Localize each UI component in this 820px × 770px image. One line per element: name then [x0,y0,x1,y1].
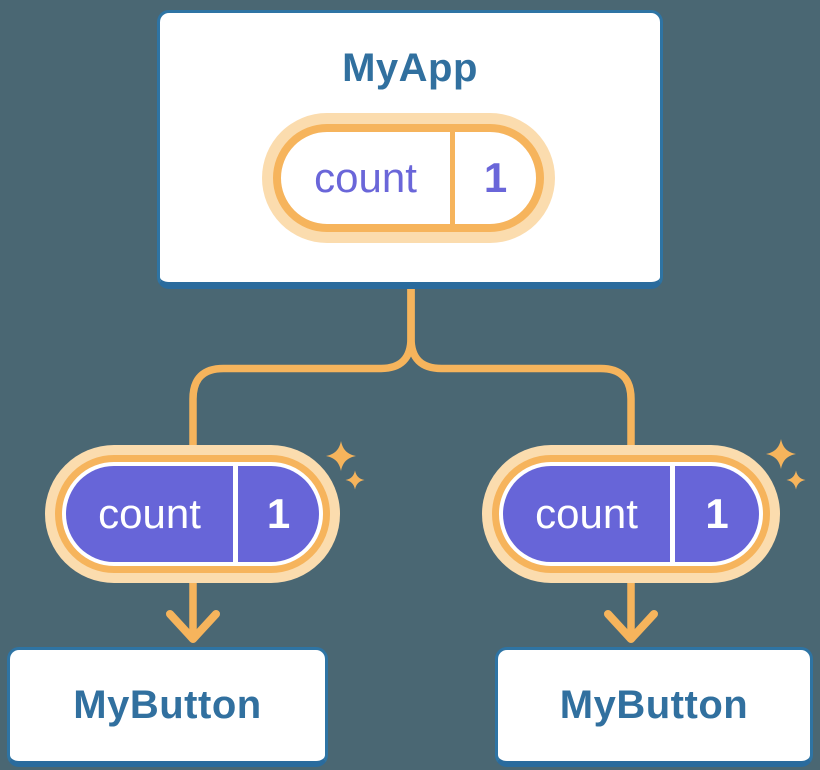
connector-branch-right [407,284,635,449]
prop-label: count [98,490,201,537]
sparkle-icon [345,470,365,490]
arrow-down-icon [166,610,220,643]
sparkle-icon [786,470,806,490]
arrow-down-icon [604,610,658,643]
prop-pill-right: count 1 [482,445,780,583]
state-label: count [314,154,417,201]
prop-value: 1 [233,466,319,562]
prop-pill-right-ring: count 1 [492,455,770,573]
state-value: 1 [450,132,536,224]
prop-pill-left-ring: count 1 [55,455,330,573]
prop-value: 1 [670,466,759,562]
component-title-child-right: MyButton [559,683,749,727]
prop-pill-left-core: count 1 [66,466,319,562]
state-pill-root: count 1 [262,113,555,243]
sparkle-icon [326,441,356,471]
state-pill-root-ring: count 1 [273,124,544,232]
prop-pill-left: count 1 [45,445,340,583]
sparkle-icon [766,439,796,469]
connector-branch-left [189,284,415,449]
prop-pill-right-core: count 1 [503,466,759,562]
prop-label: count [535,490,638,537]
component-title-root: MyApp [342,46,478,90]
component-title-child-left: MyButton [73,683,262,727]
component-card-child-left: MyButton [7,647,328,767]
component-card-child-right: MyButton [495,647,813,767]
